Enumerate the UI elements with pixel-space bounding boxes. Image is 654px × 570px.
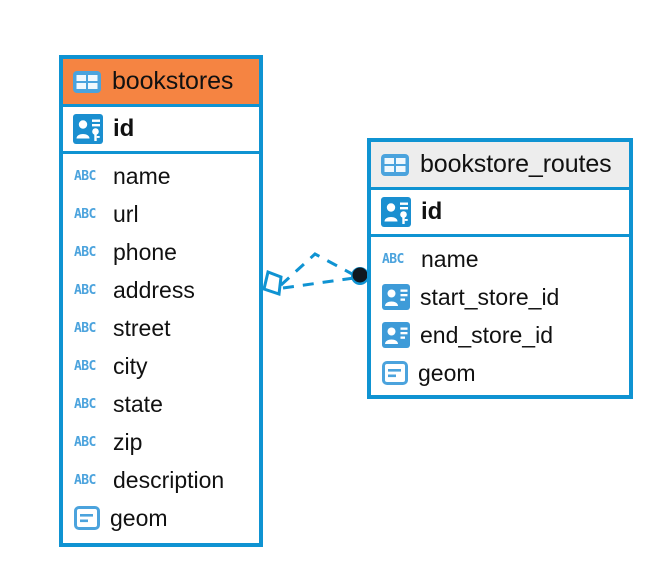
geometry-icon	[74, 506, 100, 530]
relationship-target-circle-core-icon	[352, 267, 368, 283]
abc-text-icon: ABC	[74, 244, 96, 260]
field-row[interactable]: geom	[371, 354, 629, 392]
field-label: start_store_id	[420, 283, 560, 310]
field-row[interactable]: ABC url	[63, 195, 259, 233]
table-grid-icon	[381, 153, 409, 176]
abc-text-icon: ABC	[74, 358, 96, 374]
primary-key-icon	[381, 197, 411, 227]
field-row[interactable]: start_store_id	[371, 278, 629, 316]
field-row[interactable]: ABC phone	[63, 233, 259, 271]
field-label: zip	[113, 428, 143, 455]
entity-table-bookstore-routes[interactable]: bookstore_routes id ABC name	[367, 138, 633, 399]
relationship-edge-upper	[279, 252, 355, 287]
table-grid-icon	[73, 70, 101, 93]
field-row[interactable]: ABC name	[371, 240, 629, 278]
field-label: description	[113, 466, 225, 493]
field-label: url	[113, 200, 139, 227]
abc-text-icon: ABC	[74, 434, 96, 450]
field-row[interactable]: ABC name	[63, 157, 259, 195]
field-row[interactable]: ABC address	[63, 271, 259, 309]
abc-text-icon: ABC	[74, 168, 96, 184]
primary-key-row-bookstores[interactable]: id	[63, 107, 259, 154]
abc-text-icon: ABC	[74, 206, 96, 222]
relationship-edge-lower	[282, 276, 355, 290]
field-label: state	[113, 390, 163, 417]
foreign-key-icon	[382, 284, 410, 310]
entity-title-bookstores: bookstores	[112, 67, 234, 95]
field-label: street	[113, 314, 171, 341]
geometry-icon	[382, 361, 408, 385]
primary-key-icon	[73, 114, 103, 144]
field-list-bookstore-routes: ABC name start_store_id	[371, 237, 629, 392]
abc-text-icon: ABC	[74, 472, 96, 488]
entity-table-bookstores[interactable]: bookstores id ABC name ABC url	[59, 55, 263, 547]
primary-key-row-bookstore-routes[interactable]: id	[371, 190, 629, 237]
field-label: geom	[418, 359, 476, 386]
field-label: name	[421, 245, 479, 272]
field-label: name	[113, 162, 171, 189]
abc-text-icon: ABC	[74, 396, 96, 412]
field-label: address	[113, 276, 195, 303]
field-label: city	[113, 352, 148, 379]
primary-key-label: id	[113, 115, 135, 142]
relationship-source-diamond-icon	[262, 269, 283, 297]
field-row[interactable]: ABC zip	[63, 423, 259, 461]
field-row[interactable]: end_store_id	[371, 316, 629, 354]
field-row[interactable]: geom	[63, 499, 259, 537]
primary-key-label: id	[421, 198, 443, 225]
field-label: phone	[113, 238, 177, 265]
field-row[interactable]: ABC street	[63, 309, 259, 347]
foreign-key-icon	[382, 322, 410, 348]
abc-text-icon: ABC	[74, 320, 96, 336]
field-label: end_store_id	[420, 321, 553, 348]
field-row[interactable]: ABC state	[63, 385, 259, 423]
abc-text-icon: ABC	[74, 282, 96, 298]
field-list-bookstores: ABC name ABC url ABC phone ABC address A…	[63, 154, 259, 537]
entity-header-bookstore-routes[interactable]: bookstore_routes	[371, 142, 629, 190]
abc-text-icon: ABC	[382, 251, 404, 267]
field-row[interactable]: ABC city	[63, 347, 259, 385]
entity-header-bookstores[interactable]: bookstores	[63, 59, 259, 107]
field-row[interactable]: ABC description	[63, 461, 259, 499]
field-label: geom	[110, 504, 168, 531]
entity-title-bookstore-routes: bookstore_routes	[420, 150, 612, 178]
